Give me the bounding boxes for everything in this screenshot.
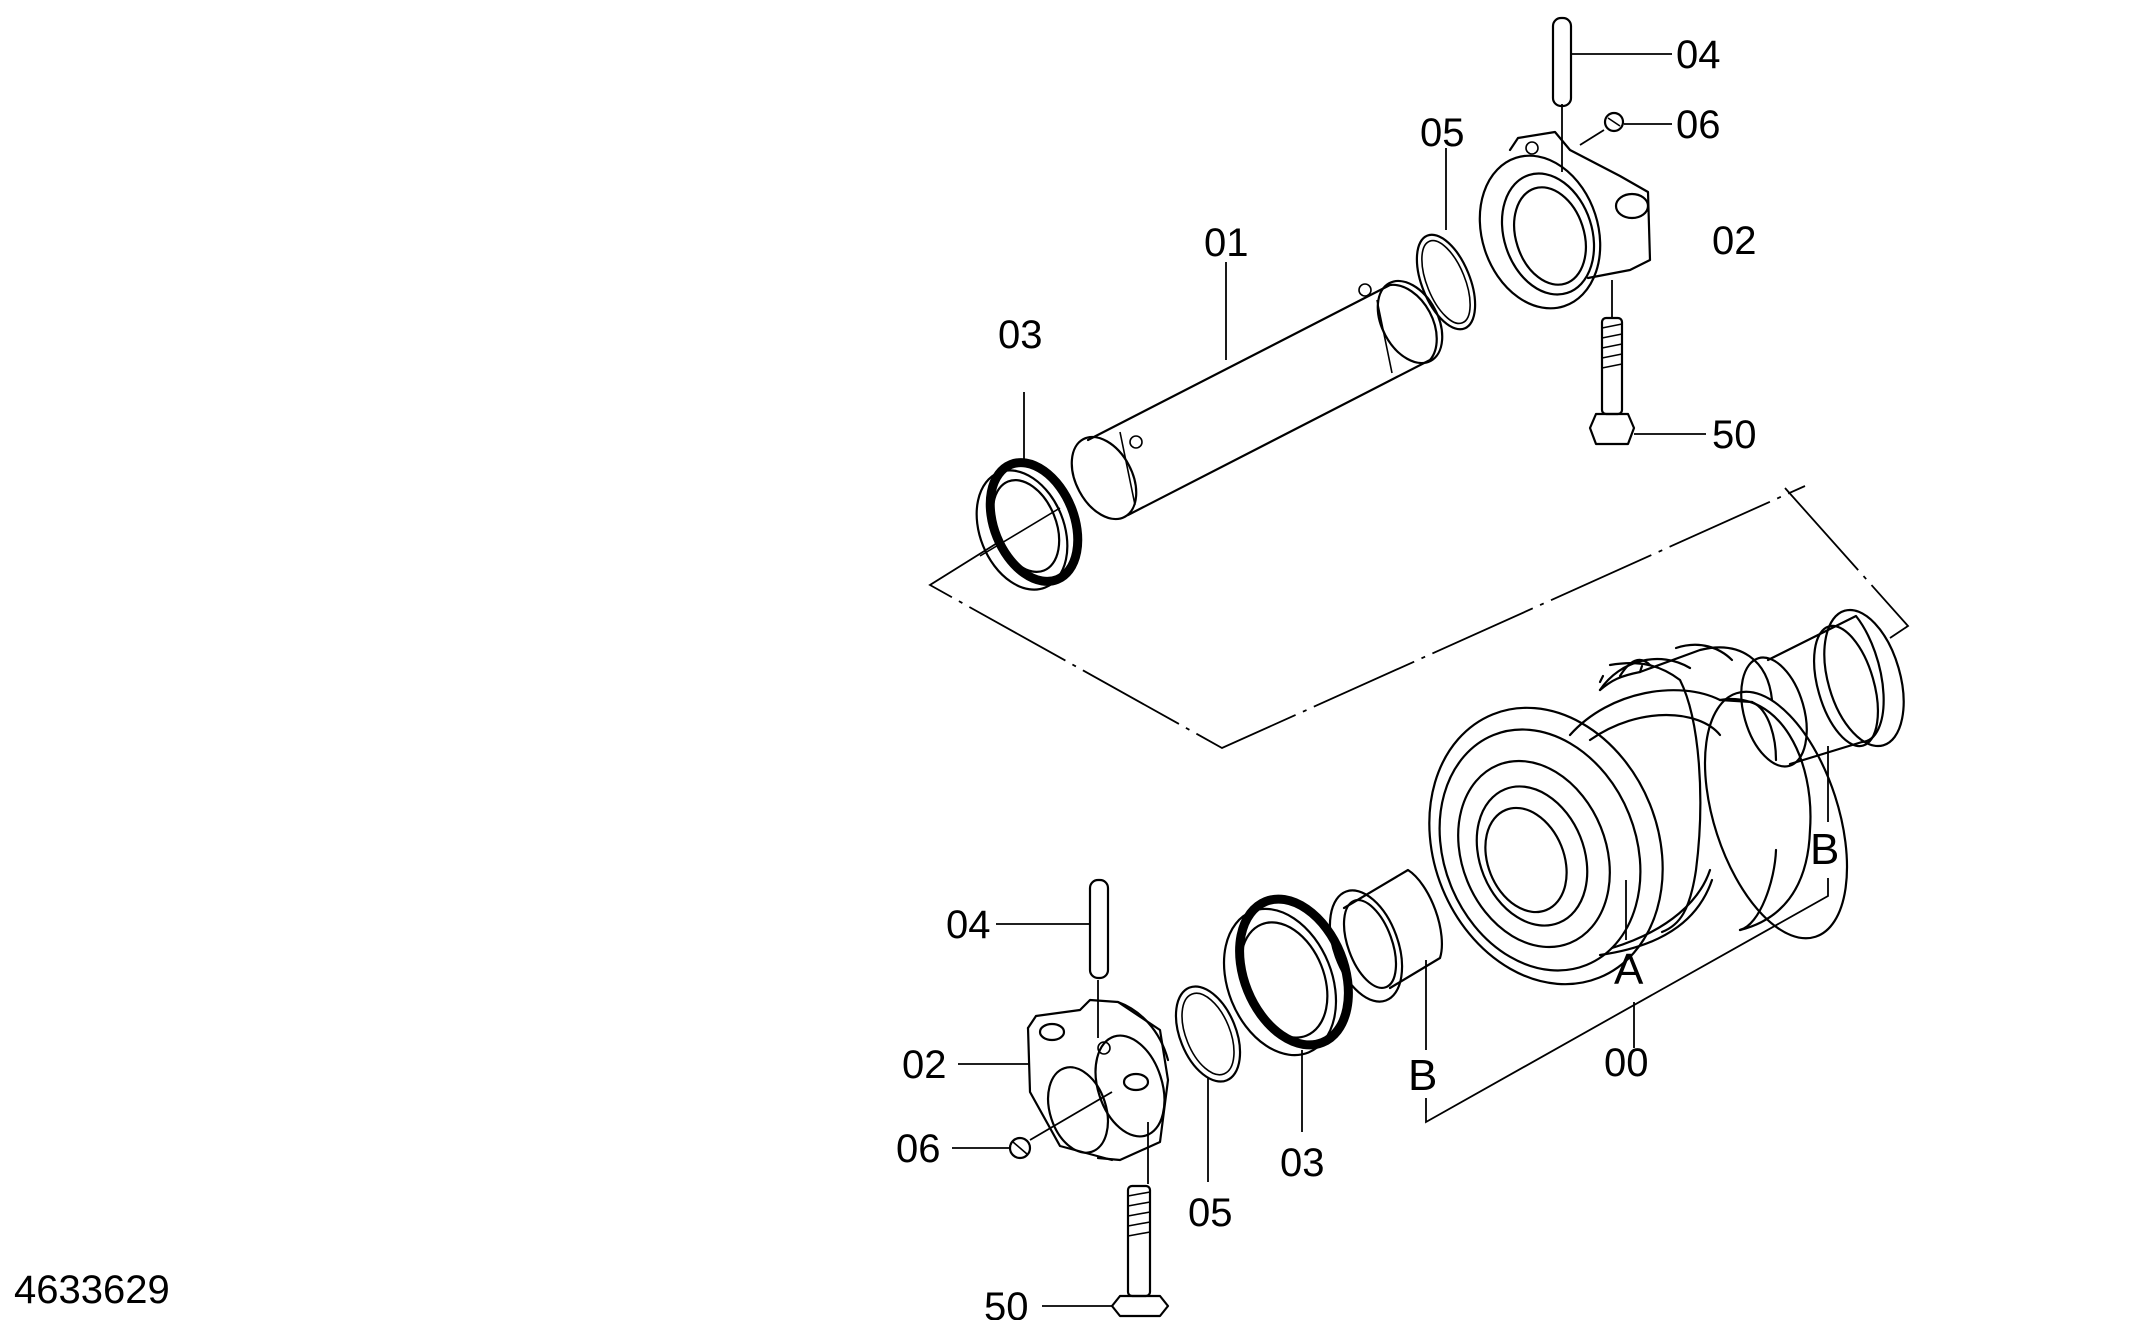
callout-02-lower: 02 xyxy=(902,1043,947,1087)
callout-a: A xyxy=(1614,945,1644,994)
o-ring-part-upper xyxy=(1415,148,1477,331)
callout-b-left: B xyxy=(1408,1051,1437,1100)
bracket-part-lower xyxy=(1026,980,1170,1184)
bolt-part-lower xyxy=(1042,1184,1170,1318)
plug-part-lower xyxy=(952,1091,1113,1160)
callout-00: 00 xyxy=(1604,1041,1649,1085)
pin-part-lower xyxy=(996,878,1110,980)
callout-04-lower: 04 xyxy=(946,903,991,947)
plug-part-upper xyxy=(1579,111,1672,146)
bushing-part-right xyxy=(1740,608,1905,822)
o-ring-part-lower xyxy=(1174,985,1242,1182)
callout-05-lower: 05 xyxy=(1188,1191,1233,1235)
bracket-part-upper xyxy=(1478,104,1652,310)
callout-04-upper: 04 xyxy=(1676,33,1721,77)
drawing-number: 4633629 xyxy=(14,1268,170,1312)
callout-03-upper: 03 xyxy=(998,313,1043,357)
callout-50-lower: 50 xyxy=(984,1285,1029,1320)
roller-part xyxy=(1428,643,1849,1048)
bolt-part-upper xyxy=(1588,280,1706,446)
callout-labels: 01 03 05 04 06 02 50 B A 00 B 04 02 06 0… xyxy=(896,33,1839,1320)
callout-06-lower: 06 xyxy=(896,1127,941,1171)
callout-b-right: B xyxy=(1810,825,1839,874)
bushing-part-left xyxy=(1328,868,1443,1050)
callout-06-upper: 06 xyxy=(1676,103,1721,147)
seal-part-upper xyxy=(975,392,1083,591)
shaft-part xyxy=(1070,262,1444,521)
callout-02-upper: 02 xyxy=(1712,219,1757,263)
pin-part-upper xyxy=(1551,16,1672,108)
assembly-guide-lines xyxy=(928,485,1910,750)
callout-03-lower: 03 xyxy=(1280,1141,1325,1185)
b-reference-line xyxy=(1425,878,1829,1124)
callout-01: 01 xyxy=(1204,221,1249,265)
seal-part-lower xyxy=(1222,894,1353,1132)
callout-50-upper: 50 xyxy=(1712,413,1757,457)
callout-05-upper: 05 xyxy=(1420,111,1465,155)
